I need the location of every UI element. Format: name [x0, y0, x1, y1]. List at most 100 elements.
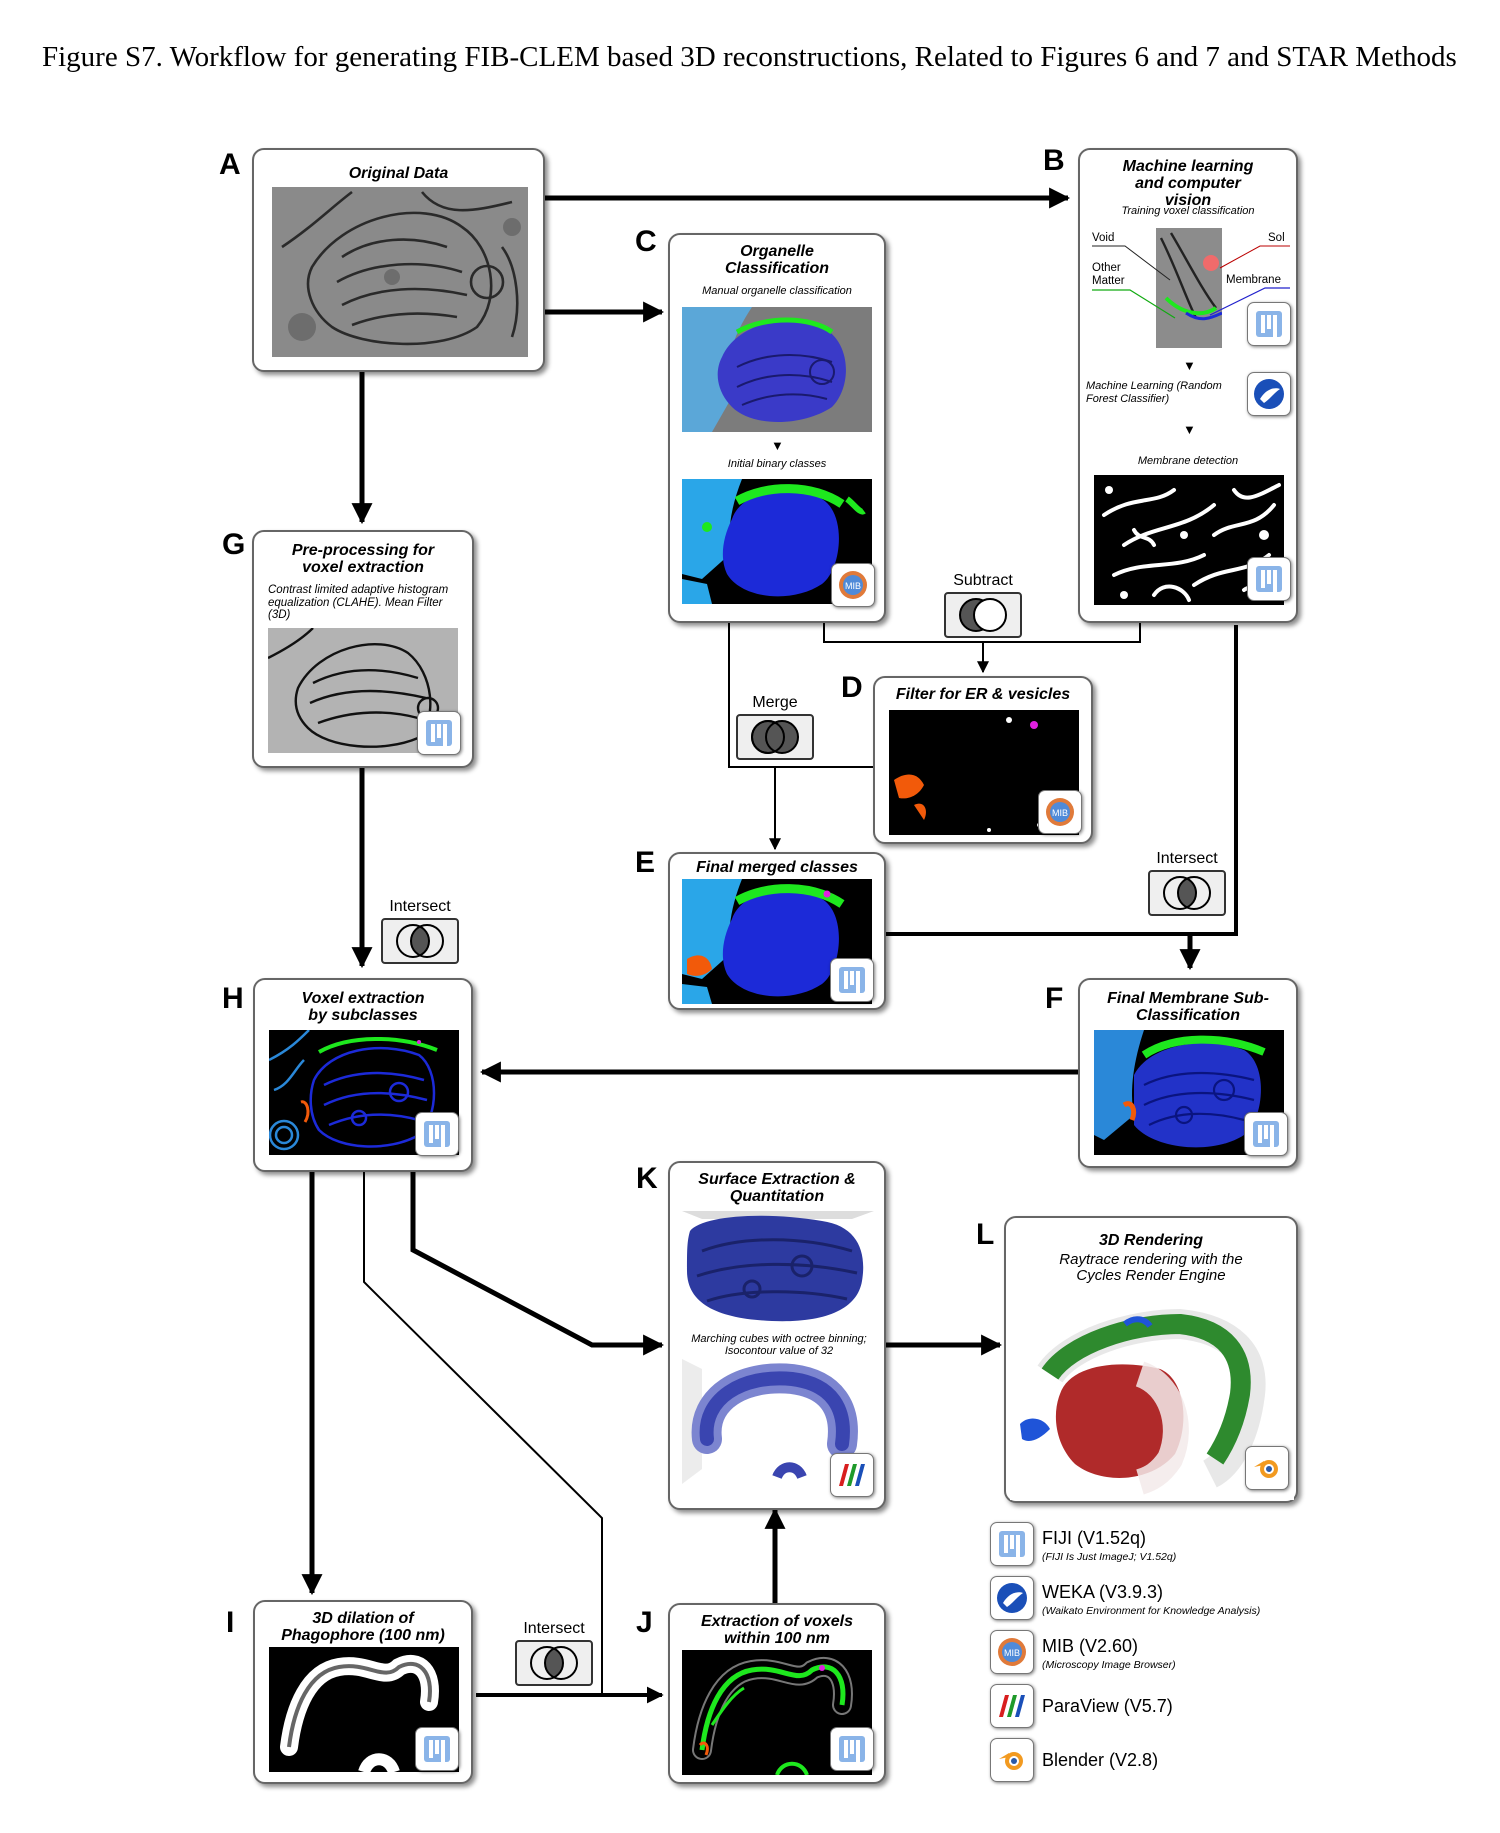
ml-note: Machine Learning (Random Forest Classifi…	[1086, 380, 1222, 405]
operation-label: Merge	[752, 694, 798, 711]
panel-title: Original Data	[348, 165, 449, 182]
panel-title: Final merged classes	[696, 859, 858, 876]
mib-icon: MIB	[831, 563, 875, 607]
legend-description: (FIJI Is Just ImageJ; V1.52q)	[1042, 1551, 1177, 1563]
label-sol: Sol	[1268, 232, 1285, 244]
panel-letter-i: I	[226, 1606, 235, 1639]
panel-3d-rendering: 3D Rendering Raytrace rendering with the…	[1004, 1216, 1298, 1503]
fiji-icon	[415, 1727, 459, 1771]
arrow-down-icon: ▼	[771, 438, 784, 453]
panel-letter-d: D	[841, 671, 863, 704]
fiji-icon	[830, 1727, 874, 1771]
fiji-icon	[1244, 1112, 1288, 1156]
fiji-icon	[990, 1522, 1034, 1566]
panel-letter-c: C	[635, 225, 657, 258]
operation-label: Intersect	[389, 898, 451, 915]
panel-subtitle: Initial binary classes	[727, 458, 827, 470]
label-void: Void	[1092, 232, 1115, 244]
panel-surface-extraction: Surface Extraction & Quantitation Marchi…	[668, 1161, 886, 1510]
merged-classes-image	[682, 879, 872, 1004]
label-leader-lines	[1092, 245, 1290, 319]
label-membrane: Membrane	[1226, 274, 1281, 286]
panel-letter-b: B	[1043, 144, 1065, 177]
fiji-icon	[417, 711, 461, 755]
panel-letter-a: A	[219, 148, 241, 181]
panel-note: Marching cubes with octree binning; Isoc…	[691, 1333, 867, 1357]
operation-subtract: Subtract	[943, 572, 1023, 638]
panel-original-data: Original Data	[252, 148, 545, 372]
panel-title: Pre-processing for voxel extraction	[291, 542, 435, 576]
panel-title: Final Membrane Sub-Classification	[1107, 990, 1269, 1024]
panel-subtitle: Membrane detection	[1137, 455, 1239, 467]
panel-title: Filter for ER & vesicles	[895, 686, 1071, 703]
intersect-venn-icon	[515, 1640, 593, 1686]
em-micrograph-image	[272, 187, 528, 357]
weka-icon	[990, 1576, 1034, 1620]
panel-letter-f: F	[1045, 982, 1064, 1015]
panel-letter-g: G	[222, 528, 246, 561]
legend-description: (Waikato Environment for Knowledge Analy…	[1042, 1605, 1261, 1617]
intersect-venn-icon	[1148, 870, 1226, 916]
operation-label: Intersect	[523, 1620, 585, 1637]
subtract-venn-icon	[944, 592, 1022, 638]
rendered-3d-image	[1010, 1294, 1294, 1500]
fiji-icon	[1247, 557, 1291, 601]
panel-title: Machine learning and computer vision	[1122, 158, 1254, 209]
panel-subtitle: Raytrace rendering with the Cycles Rende…	[1059, 1251, 1243, 1284]
panel-title: Organelle Classification	[724, 243, 830, 277]
weka-icon	[1247, 372, 1291, 416]
figure-title: Figure S7. Workflow for generating FIB-C…	[42, 41, 1457, 73]
panel-letter-j: J	[636, 1606, 653, 1639]
panel-letter-k: K	[636, 1162, 658, 1195]
fiji-icon	[415, 1112, 459, 1156]
surface-slice-image	[682, 1359, 874, 1487]
merge-venn-icon	[736, 714, 814, 760]
operation-intersect-ij: Intersect	[514, 1620, 594, 1686]
legend-name: Blender (V2.8)	[1042, 1750, 1159, 1770]
preprocessed-image	[268, 628, 458, 753]
arrow-down-icon: ▼	[1183, 422, 1196, 437]
legend-name: MIB (V2.60)	[1042, 1636, 1139, 1656]
panel-title: Extraction of voxels within 100 nm	[700, 1613, 854, 1647]
blender-icon	[990, 1738, 1034, 1782]
legend-description: (Microscopy Image Browser)	[1042, 1659, 1176, 1671]
fiji-icon	[830, 958, 874, 1002]
panel-title: Surface Extraction & Quantitation	[698, 1171, 856, 1205]
paraview-icon	[990, 1684, 1034, 1728]
panel-subtitle: Training voxel classification	[1121, 205, 1255, 217]
operation-intersect-gh: Intersect	[380, 898, 460, 964]
mib-icon: MIB	[990, 1630, 1034, 1674]
dilation-image	[269, 1647, 459, 1772]
intersect-venn-icon	[381, 918, 459, 964]
arrow-down-icon: ▼	[1183, 358, 1196, 373]
panel-title: 3D Rendering	[1098, 1232, 1203, 1249]
legend-name: WEKA (V3.9.3)	[1042, 1582, 1164, 1602]
legend-name: FIJI (V1.52q)	[1042, 1528, 1147, 1548]
membrane-subclass-image	[1094, 1030, 1284, 1155]
panel-3d-dilation: 3D dilation of Phagophore (100 nm)	[253, 1600, 473, 1784]
mib-icon: MIB	[1038, 790, 1082, 834]
label-other-matter: Other Matter	[1092, 262, 1125, 287]
panel-title: 3D dilation of Phagophore (100 nm)	[281, 1610, 445, 1644]
manual-classification-image	[682, 307, 872, 432]
panel-title: Voxel extraction by subclasses	[301, 990, 425, 1024]
paraview-icon	[830, 1453, 874, 1497]
panel-organelle-classification: Organelle Classification Manual organell…	[668, 233, 886, 623]
operation-label: Subtract	[953, 572, 1013, 589]
panel-filter-er-vesicles: Filter for ER & vesicles	[873, 676, 1093, 844]
svg-text:MIB: MIB	[1004, 1648, 1020, 1658]
surface-render-image	[682, 1211, 874, 1329]
panel-note: Contrast limited adaptive histogram equa…	[268, 584, 449, 621]
panel-letter-l: L	[976, 1218, 995, 1251]
panel-subtitle: Manual organelle classification	[702, 285, 852, 297]
blender-icon	[1245, 1446, 1289, 1490]
fiji-icon	[1247, 302, 1291, 346]
svg-text:MIB: MIB	[1052, 808, 1068, 818]
svg-text:MIB: MIB	[845, 581, 861, 591]
panel-letter-e: E	[635, 846, 656, 879]
operation-merge: Merge	[735, 694, 815, 760]
training-voxel-image	[1156, 228, 1222, 348]
panel-letter-h: H	[222, 982, 244, 1015]
operation-intersect-ef: Intersect	[1147, 850, 1227, 916]
operation-label: Intersect	[1156, 850, 1218, 867]
